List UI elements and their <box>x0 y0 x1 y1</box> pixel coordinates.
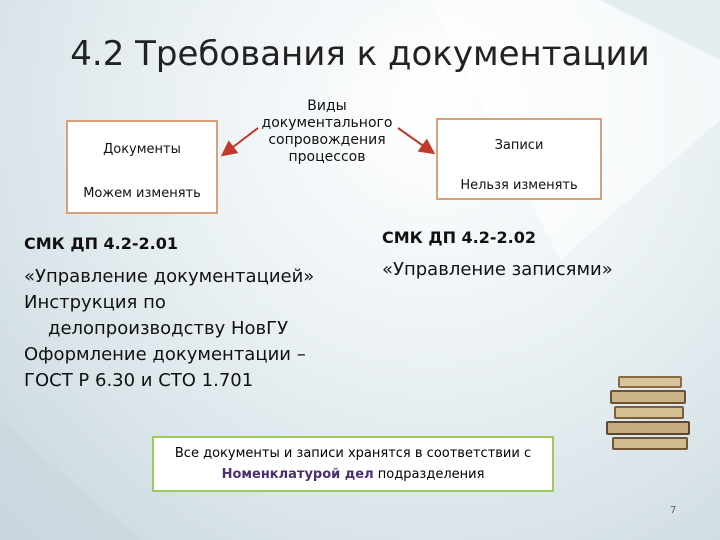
records-readonly-label: Нельзя изменять <box>460 178 578 193</box>
left-body-text: «Управление документацией» Инструкция по… <box>24 266 315 391</box>
records-label: Записи <box>494 138 544 153</box>
right-body-text: «Управление записями» <box>382 259 613 280</box>
left-code: СМК ДП 4.2-2.01 <box>24 234 178 253</box>
documents-box: Документы Можем изменять <box>66 120 218 214</box>
records-box: Записи Нельзя изменять <box>436 118 602 200</box>
arrow-left <box>220 127 259 157</box>
process-documentation-types-label: Виды документального сопровождения проце… <box>261 98 393 165</box>
documents-editable-label: Можем изменять <box>83 186 201 201</box>
right-code: СМК ДП 4.2-2.02 <box>382 228 536 247</box>
storage-note: Все документы и записи хранятся в соотве… <box>152 436 554 492</box>
page-title: 4.2 Требования к документации <box>70 34 650 74</box>
documents-label: Документы <box>103 142 181 157</box>
arrow-right <box>397 127 436 155</box>
books-image <box>606 376 690 450</box>
nomenclature-term: Номенклатурой дел <box>221 467 374 482</box>
page-number: 7 <box>670 505 677 516</box>
